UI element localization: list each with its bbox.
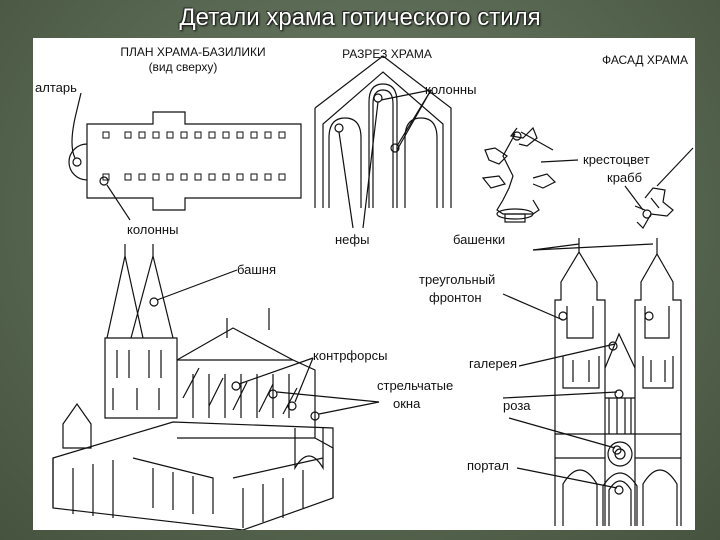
cathedral-drawing: [52, 244, 380, 530]
plan-columns-label: колонны: [127, 222, 178, 237]
plan-column-marker: [180, 131, 188, 139]
plan-column-marker: [264, 131, 272, 139]
diagram-panel: ПЛАН ХРАМА-БАЗИЛИКИ (вид сверху) алтарь …: [33, 38, 695, 530]
facade-portal-label: портал: [467, 458, 509, 473]
plan-column-marker: [278, 131, 286, 139]
basilica-plan-drawing: [68, 92, 302, 221]
plan-altar-label: алтарь: [35, 80, 77, 95]
facade-gable-label-line2: фронтон: [429, 290, 482, 305]
plan-heading: ПЛАН ХРАМА-БАЗИЛИКИ: [120, 45, 265, 59]
cathedral-tower-label: башня: [237, 262, 276, 277]
plan-column-marker: [264, 173, 272, 181]
plan-column-marker: [208, 173, 216, 181]
finial-crocket-drawing: [481, 126, 694, 229]
facade-crocket-label: крабб: [607, 170, 642, 185]
plan-column-marker: [124, 131, 132, 139]
section-drawing: [314, 55, 452, 229]
facade-rose-label: роза: [503, 398, 531, 413]
facade-heading: ФАСАД ХРАМА: [602, 53, 688, 67]
plan-column-marker: [180, 173, 188, 181]
plan-column-marker: [152, 131, 160, 139]
gothic-cathedral-diagram: ПЛАН ХРАМА-БАЗИЛИКИ (вид сверху) алтарь …: [35, 45, 694, 530]
plan-subheading: (вид сверху): [149, 60, 218, 74]
section-columns-label: колонны: [425, 82, 476, 97]
facade-turrets-label: башенки: [453, 232, 505, 247]
plan-column-marker: [166, 131, 174, 139]
plan-column-marker: [152, 173, 160, 181]
plan-column-marker: [222, 131, 230, 139]
plan-column-marker: [278, 173, 286, 181]
plan-column-marker: [138, 131, 146, 139]
cathedral-windows-label-line1: стрельчатые: [377, 378, 453, 393]
plan-column-marker: [250, 131, 258, 139]
plan-column-marker: [222, 173, 230, 181]
cathedral-buttresses-label: контрфорсы: [313, 348, 387, 363]
plan-column-marker: [236, 173, 244, 181]
plan-column-marker: [124, 173, 132, 181]
slide-title: Детали храма готического стиля: [179, 4, 541, 31]
facade-drawing: [502, 238, 682, 526]
plan-column-marker: [138, 173, 146, 181]
plan-column-marker: [166, 173, 174, 181]
plan-column-marker: [194, 173, 202, 181]
plan-column-marker: [194, 131, 202, 139]
facade-gable-label-line1: треугольный: [419, 272, 495, 287]
cathedral-windows-label-line2: окна: [393, 396, 421, 411]
facade-gallery-label: галерея: [469, 356, 517, 371]
section-heading: РАЗРЕЗ ХРАМА: [342, 47, 432, 61]
section-naves-label: нефы: [335, 232, 369, 247]
plan-column-marker: [208, 131, 216, 139]
plan-column-marker: [236, 131, 244, 139]
plan-column-marker: [250, 173, 258, 181]
facade-finial-label: крестоцвет: [583, 152, 650, 167]
